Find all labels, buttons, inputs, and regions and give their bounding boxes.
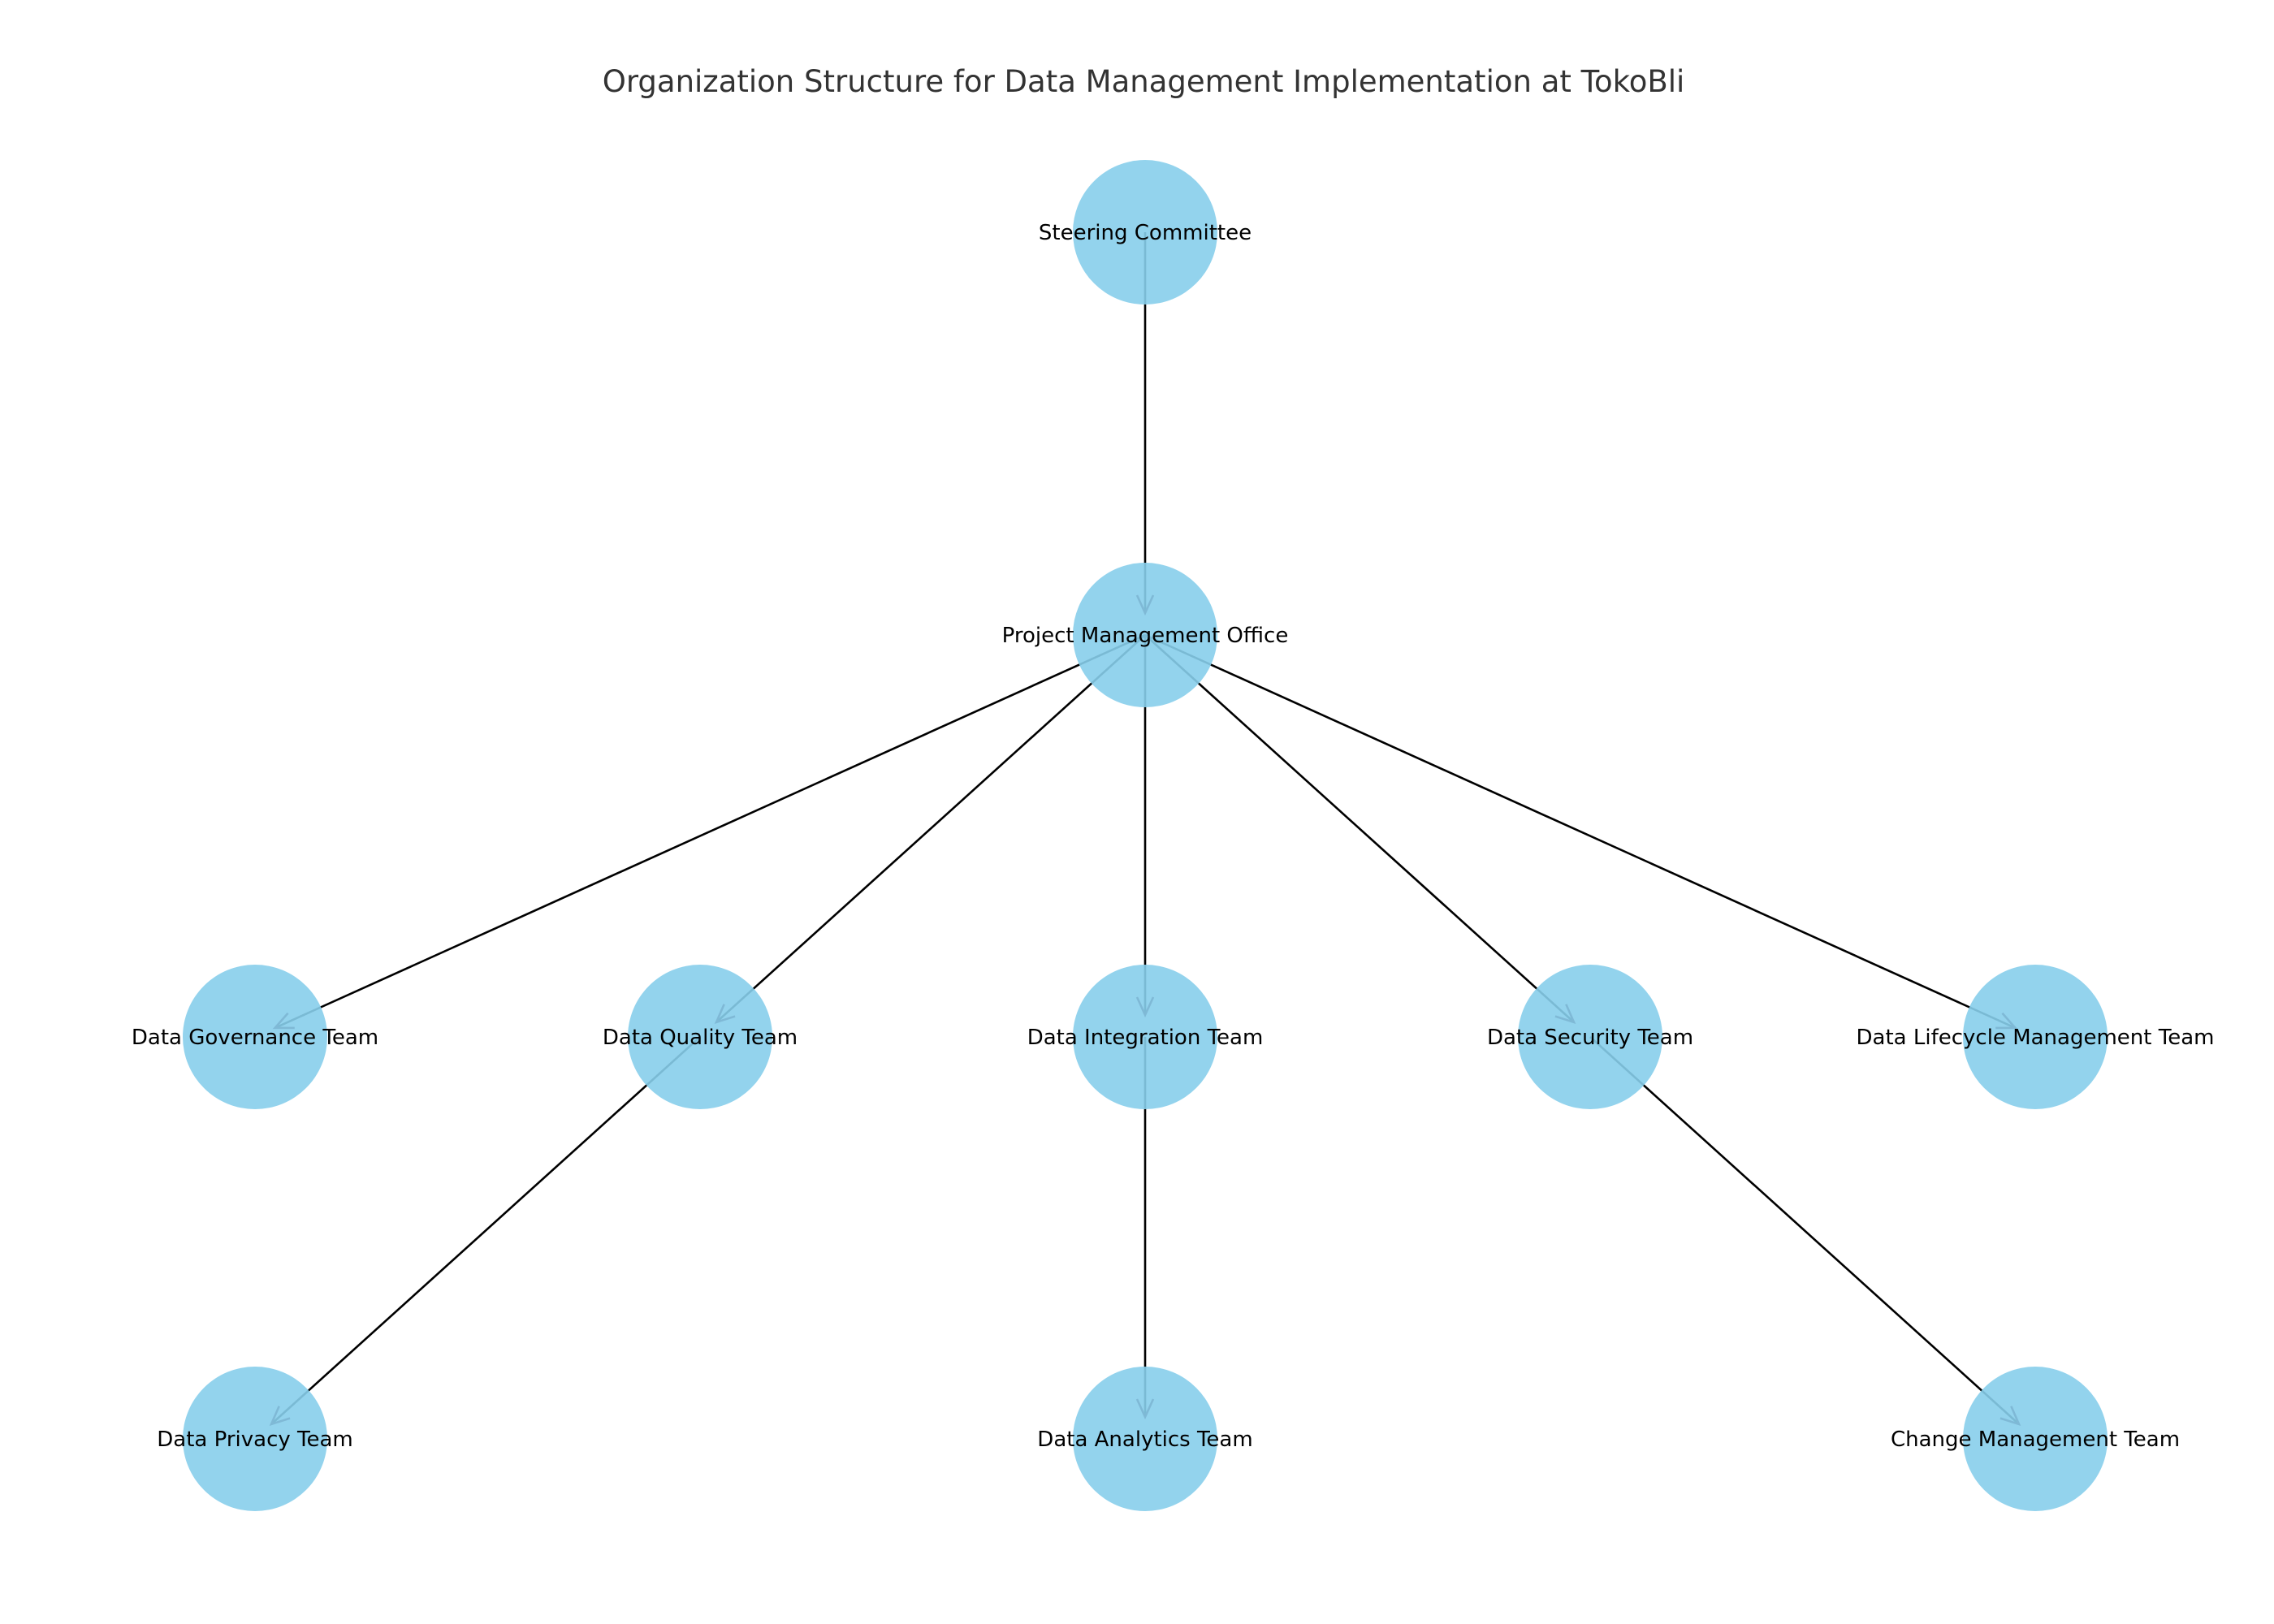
node-label-governance: Data Governance Team: [132, 1026, 378, 1050]
edges-layer: [270, 232, 2020, 1425]
node-label-lifecycle: Data Lifecycle Management Team: [1857, 1026, 2215, 1050]
node-quality: [628, 965, 772, 1109]
node-pmo: [1073, 563, 1217, 707]
arrowhead-security: [1554, 1004, 1576, 1025]
edge-security-to-change: [1589, 1036, 2020, 1425]
node-label-security: Data Security Team: [1487, 1026, 1693, 1050]
edge-pmo-to-quality: [715, 634, 1146, 1023]
node-label-analytics: Data Analytics Team: [1037, 1427, 1252, 1452]
chart-title: Organization Structure for Data Manageme…: [603, 64, 1685, 99]
node-label-change: Change Management Team: [1891, 1427, 2180, 1452]
node-change: [1963, 1367, 2108, 1511]
node-steering: [1073, 160, 1217, 304]
edge-pmo-to-governance: [275, 633, 1146, 1030]
node-privacy: [183, 1367, 327, 1511]
node-security: [1518, 965, 1662, 1109]
node-label-quality: Data Quality Team: [603, 1026, 798, 1050]
arrowhead-change: [1999, 1406, 2021, 1427]
edge-pmo-to-security: [1144, 634, 1575, 1023]
node-label-privacy: Data Privacy Team: [157, 1427, 352, 1452]
arrowhead-lifecycle: [1995, 1012, 2018, 1030]
arrowhead-quality: [714, 1004, 736, 1025]
node-label-steering: Steering Committee: [1039, 221, 1252, 245]
arrowhead-analytics: [1135, 1398, 1155, 1420]
node-integration: [1073, 965, 1217, 1109]
node-lifecycle: [1963, 965, 2108, 1109]
edge-pmo-to-lifecycle: [1144, 633, 2016, 1030]
nodes-layer: [183, 160, 2108, 1511]
edge-quality-to-privacy: [270, 1036, 701, 1425]
arrowhead-integration: [1135, 996, 1155, 1018]
node-analytics: [1073, 1367, 1217, 1511]
arrowhead-pmo: [1135, 594, 1155, 616]
node-label-integration: Data Integration Team: [1027, 1026, 1264, 1050]
arrowhead-governance: [272, 1012, 295, 1030]
node-label-pmo: Project Management Office: [1002, 624, 1289, 648]
arrows-layer: [269, 594, 2021, 1427]
node-governance: [183, 965, 327, 1109]
arrowhead-privacy: [269, 1406, 291, 1427]
